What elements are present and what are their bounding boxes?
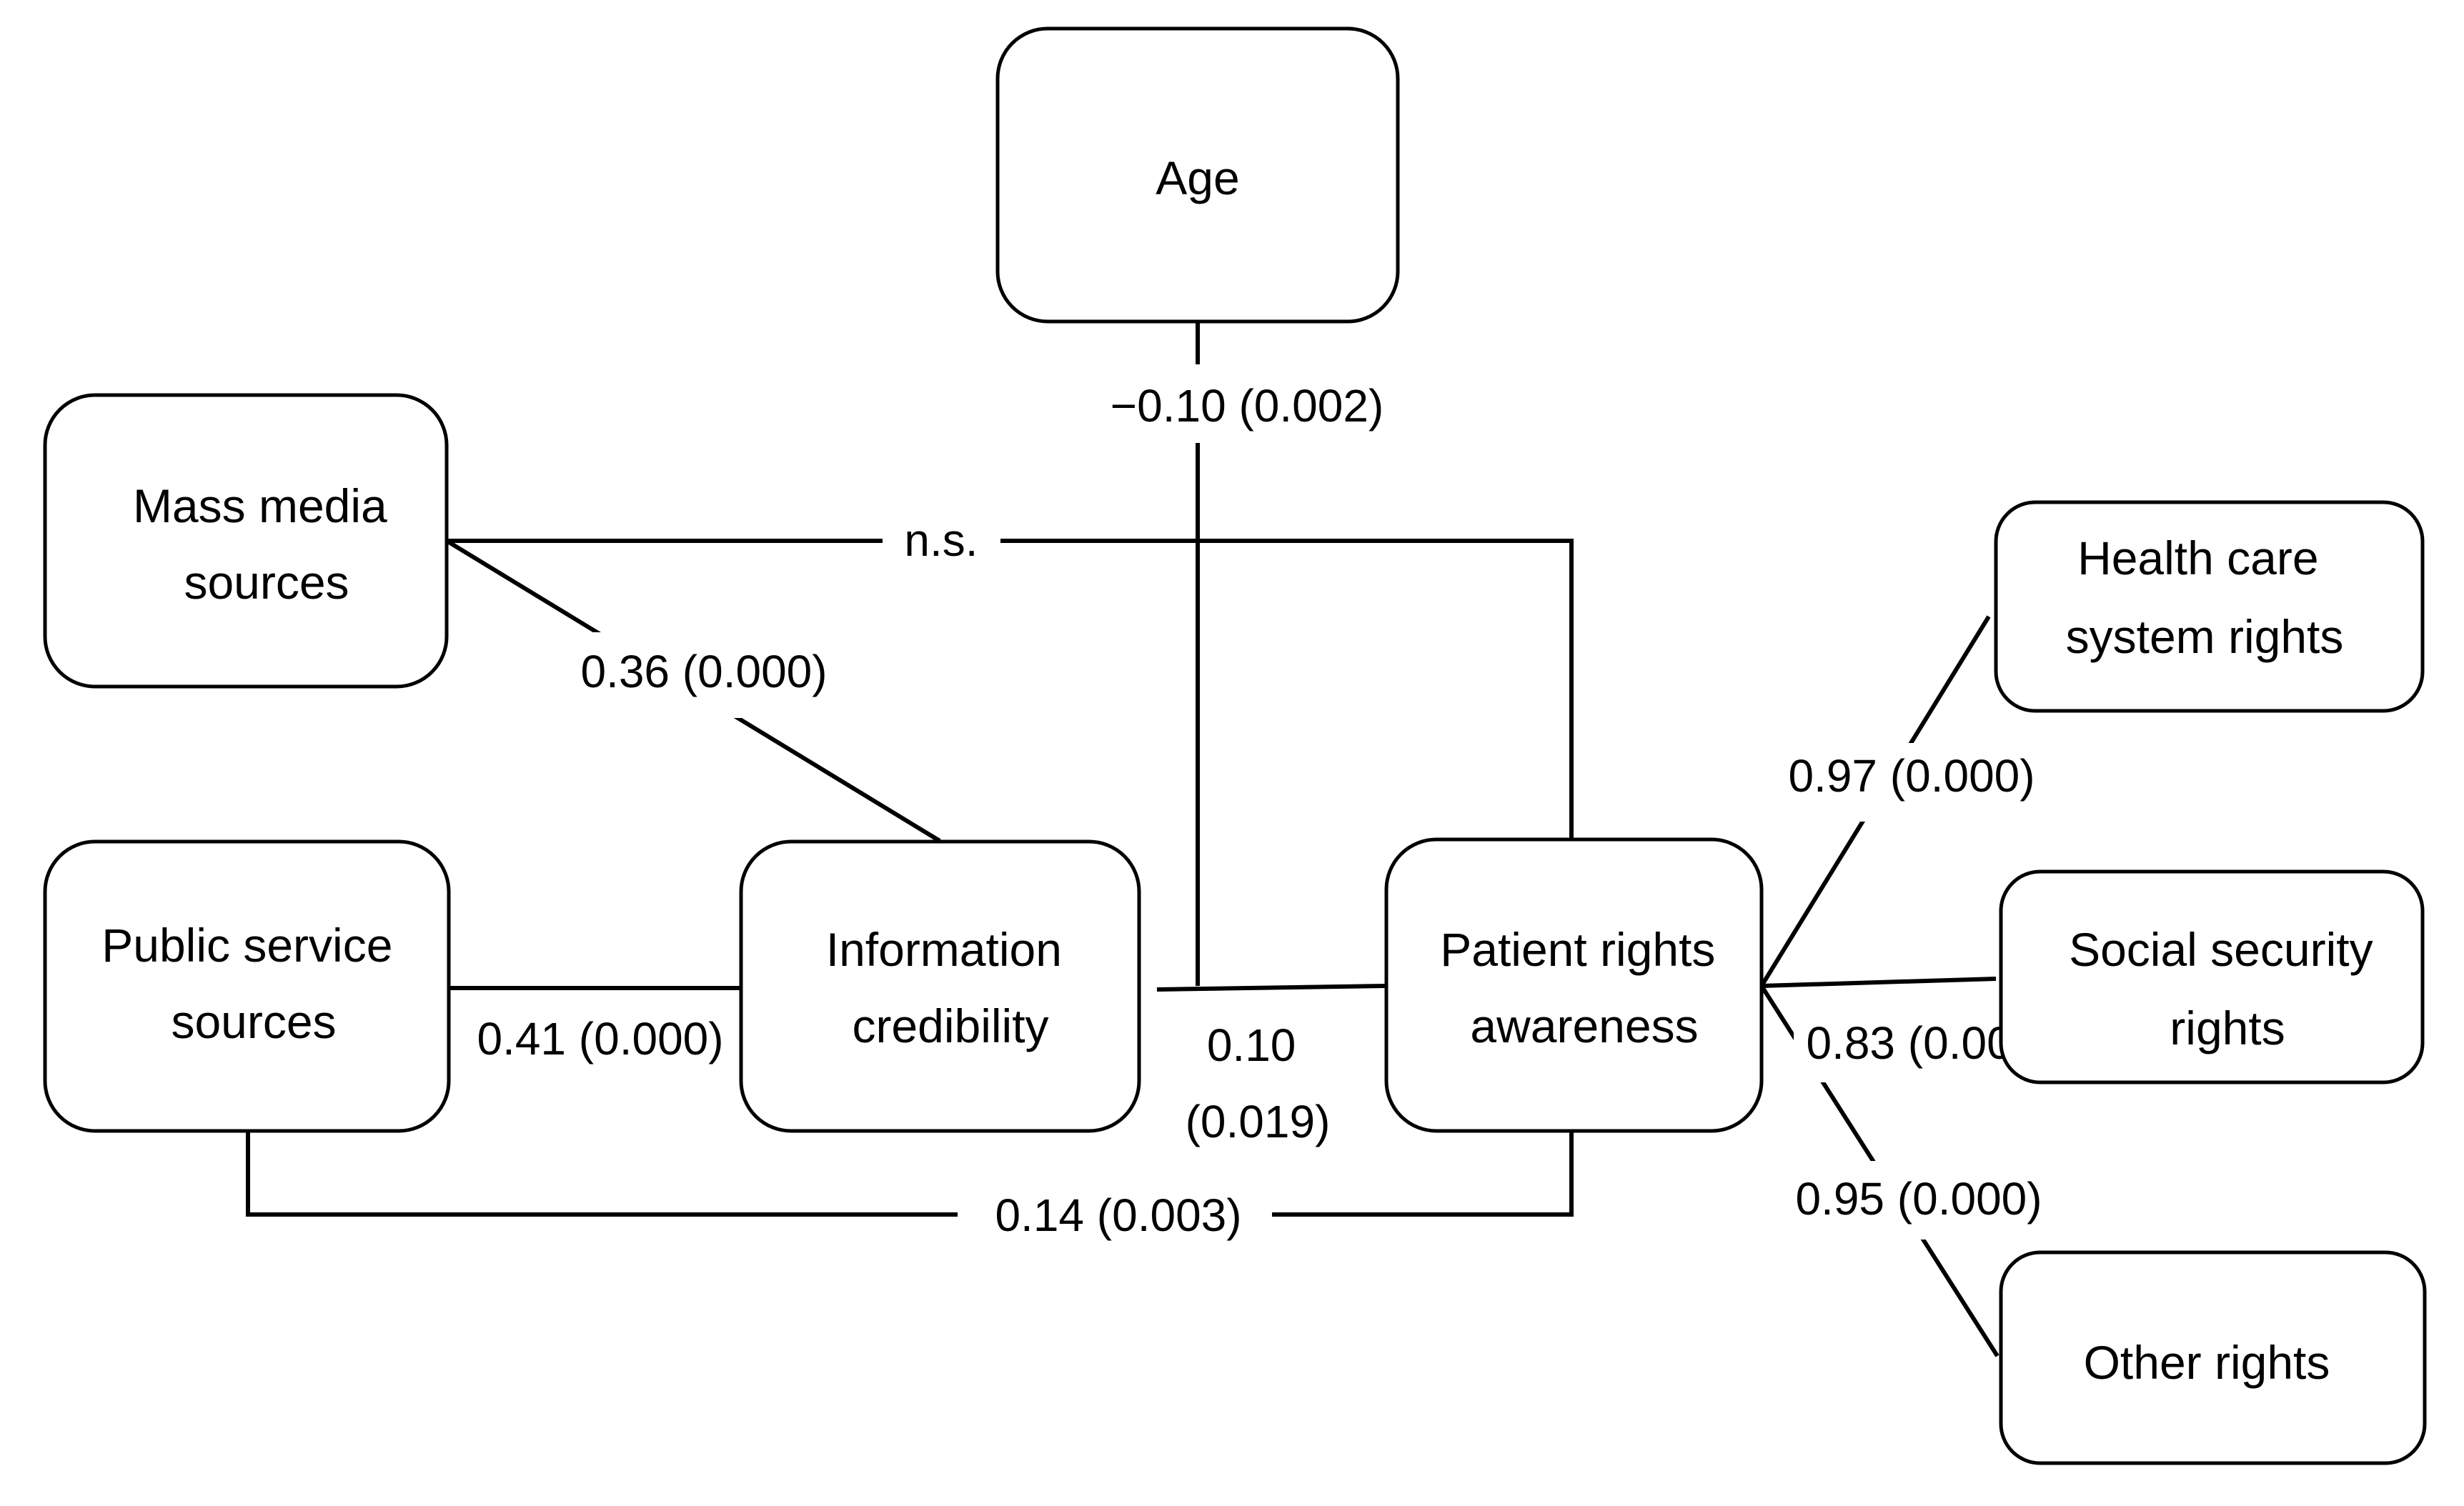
edge-label-patient-to-other-line-1: 0.95 (0.000)	[1795, 1173, 2042, 1225]
edge-label-age: −0.10 (0.002)	[1101, 364, 1394, 443]
edge-public-to-patient-line	[246, 1131, 1574, 1217]
node-mass-media-line-1: Mass media	[133, 479, 387, 532]
edge-label-patient-to-health: 0.97 (0.000)	[1779, 743, 2044, 822]
svg-text:Other rights: Other rights	[2084, 1336, 2330, 1389]
node-social-security-rights: Social security rights	[1999, 869, 2425, 1084]
edge-patient-to-social-line	[1761, 977, 1997, 988]
svg-text:0.36 (0.000): 0.36 (0.000)	[580, 646, 827, 697]
node-mass-media-sources: Mass media sources	[43, 393, 449, 689]
svg-text:0.95 (0.000): 0.95 (0.000)	[1795, 1173, 2042, 1225]
node-other-rights: Other rights	[1999, 1250, 2427, 1465]
node-health-care-line-2: system rights	[2066, 610, 2344, 663]
node-info-cred-line-2: credibility	[852, 999, 1048, 1052]
node-public-service-line-2: sources	[171, 995, 336, 1048]
svg-text:Public service sources: Public service sources	[101, 919, 406, 1048]
edge-label-mass-to-info: 0.36 (0.000)	[565, 632, 843, 718]
edge-label-age-line-1: −0.10 (0.002)	[1111, 380, 1384, 432]
svg-text:0.97 (0.000): 0.97 (0.000)	[1788, 750, 2035, 802]
svg-text:−0.10 (0.002): −0.10 (0.002)	[1111, 380, 1384, 432]
svg-text:Patient rights awareness: Patient rights awareness	[1440, 923, 1729, 1052]
svg-text:n.s.: n.s.	[904, 514, 978, 566]
svg-text:0.14 (0.003): 0.14 (0.003)	[995, 1190, 1241, 1241]
svg-text:Social security rights: Social security rights	[2069, 923, 2386, 1054]
svg-text:Age: Age	[1156, 151, 1239, 204]
edge-info-to-patient-line	[1156, 984, 1386, 992]
node-patient-rights-awareness: Patient rights awareness	[1384, 837, 1764, 1133]
node-age-line-1: Age	[1156, 151, 1239, 204]
node-info-cred-line-1: Information	[826, 923, 1062, 976]
node-public-service-line-1: Public service	[101, 919, 392, 972]
node-mass-media-line-2: sources	[184, 556, 349, 609]
edge-label-patient-to-other: 0.95 (0.000)	[1783, 1161, 2055, 1240]
node-information-credibility: Information credibility	[739, 839, 1141, 1133]
edge-label-mass-to-info-line-1: 0.36 (0.000)	[580, 646, 827, 697]
edge-mass-to-patient-line	[447, 539, 1574, 840]
node-other-rights-line-1: Other rights	[2084, 1336, 2330, 1389]
svg-text:Information credibility: Information credibility	[826, 923, 1075, 1052]
node-patient-rights-line-1: Patient rights	[1440, 923, 1715, 976]
edge-label-mass-to-patient: n.s.	[883, 511, 1000, 572]
edge-label-patient-to-health-line-1: 0.97 (0.000)	[1788, 750, 2035, 802]
node-age: Age	[995, 26, 1400, 324]
edge-label-info-to-patient-line-1: 0.10	[1207, 1019, 1296, 1071]
svg-text:Mass media sources: Mass media sources	[133, 479, 400, 609]
edge-label-public-to-info: 0.41 (0.000)	[465, 1007, 736, 1072]
edge-label-info-to-patient-line-2: (0.019)	[1186, 1096, 1331, 1147]
edge-label-info-to-patient: 0.10 (0.019)	[1172, 1014, 1343, 1157]
node-health-care-line-1: Health care	[2077, 532, 2319, 584]
edge-label-public-to-info-line-1: 0.41 (0.000)	[477, 1013, 723, 1064]
svg-text:0.10 (0.019): 0.10 (0.019)	[1186, 1019, 1331, 1147]
edge-label-public-to-patient-line-1: 0.14 (0.003)	[995, 1190, 1241, 1241]
svg-text:0.41 (0.000): 0.41 (0.000)	[477, 1013, 723, 1064]
edge-label-public-to-patient: 0.14 (0.003)	[958, 1186, 1272, 1247]
node-patient-rights-line-2: awareness	[1470, 999, 1698, 1052]
node-social-security-line-2: rights	[2170, 1002, 2285, 1054]
node-public-service-sources: Public service sources	[43, 839, 451, 1133]
node-health-care-system-rights: Health care system rights	[1994, 500, 2425, 713]
svg-text:Health care system right: Health care system rights	[2066, 532, 2344, 663]
edge-label-mass-to-patient-line-1: n.s.	[904, 514, 978, 566]
node-social-security-line-1: Social security	[2069, 923, 2373, 976]
